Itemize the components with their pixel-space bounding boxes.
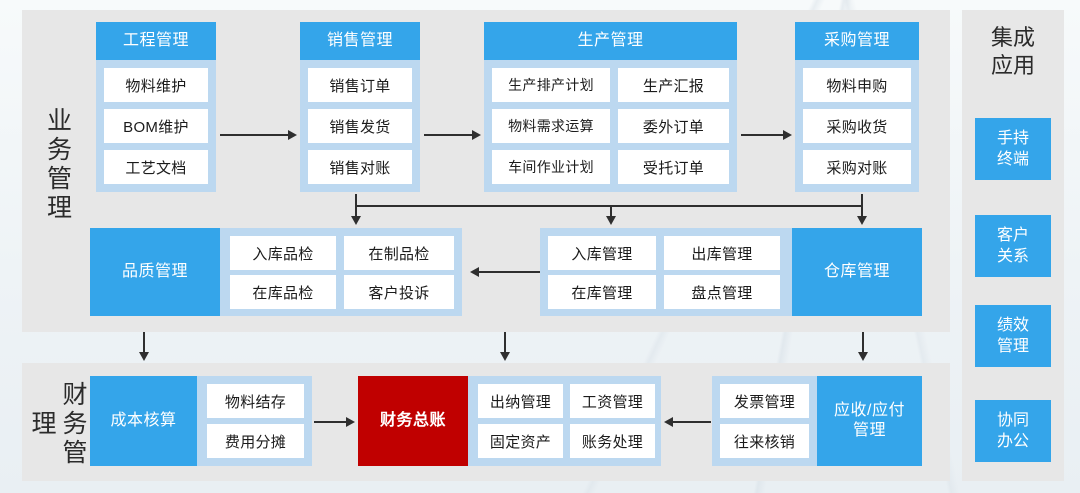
group-general-ledger-header[interactable]: 财务总账 <box>358 376 468 466</box>
cell-quality-3[interactable]: 客户投诉 <box>344 275 454 309</box>
connector-down-to-warehouse-right <box>861 205 863 218</box>
cell-cost-accounting-1[interactable]: 费用分摊 <box>207 424 304 458</box>
connector-trunk-bus <box>355 205 862 207</box>
group-purchasing: 采购管理 物料申购 采购收货 采购对账 <box>795 22 919 192</box>
group-production: 生产管理 生产排产计划 生产汇报 物料需求运算 委外订单 车间作业计划 受托订单 <box>484 22 737 192</box>
arrowhead-center-to-ledger <box>500 352 510 361</box>
cell-production-2[interactable]: 物料需求运算 <box>492 109 610 143</box>
integration-app-2-line2: 管理 <box>996 338 1029 355</box>
cell-general-ledger-3[interactable]: 账务处理 <box>570 424 655 458</box>
arrowhead-receivable-to-ledger <box>664 417 673 427</box>
group-quality-header[interactable]: 品质管理 <box>90 228 220 316</box>
integration-app-0-line1: 手持 <box>996 130 1029 147</box>
connector-cost-to-ledger <box>314 421 346 423</box>
cell-engineering-1[interactable]: BOM维护 <box>104 109 208 143</box>
integration-app-2-line1: 绩效 <box>996 317 1029 334</box>
cell-general-ledger-0[interactable]: 出纳管理 <box>478 384 563 418</box>
group-receivable-payable-header-line1: 应收/应付 <box>834 402 905 419</box>
cell-warehouse-1[interactable]: 出库管理 <box>664 236 780 270</box>
cell-engineering-2[interactable]: 工艺文档 <box>104 150 208 184</box>
cell-production-0[interactable]: 生产排产计划 <box>492 68 610 102</box>
integration-app-customer-relations[interactable]: 客户 关系 <box>975 215 1051 277</box>
cell-quality-0[interactable]: 入库品检 <box>230 236 336 270</box>
group-receivable-payable: 应收/应付 管理 发票管理 往来核销 <box>712 376 922 466</box>
group-production-header[interactable]: 生产管理 <box>484 22 737 60</box>
connector-down-to-warehouse-in <box>610 205 612 218</box>
integration-app-0-line2: 终端 <box>996 151 1029 168</box>
section-title-business: 业务管理 <box>38 105 78 225</box>
group-receivable-payable-header[interactable]: 应收/应付 管理 <box>817 376 922 466</box>
integration-app-1-line1: 客户 <box>996 227 1029 244</box>
cell-warehouse-2[interactable]: 在库管理 <box>548 275 656 309</box>
connector-center-to-ledger <box>504 332 506 354</box>
arrowhead-down-to-warehouse-right <box>857 216 867 225</box>
integration-app-performance-management[interactable]: 绩效 管理 <box>975 305 1051 367</box>
connector-quality-to-cost <box>143 332 145 354</box>
section-title-business-c1: 业务管理 <box>43 107 73 223</box>
cell-production-1[interactable]: 生产汇报 <box>618 68 729 102</box>
arrowhead-cost-to-ledger <box>346 417 355 427</box>
cell-purchasing-1[interactable]: 采购收货 <box>803 109 911 143</box>
integration-app-3-line1: 协同 <box>996 412 1029 429</box>
connector-purchasing-down-stub <box>861 194 863 206</box>
cell-warehouse-0[interactable]: 入库管理 <box>548 236 656 270</box>
connector-sales-to-production <box>424 134 472 136</box>
cell-quality-2[interactable]: 在库品检 <box>230 275 336 309</box>
group-engineering: 工程管理 物料维护 BOM维护 工艺文档 <box>96 22 216 192</box>
connector-warehouse-to-quality <box>479 271 540 273</box>
connector-production-to-purchasing <box>741 134 783 136</box>
arrowhead-engineering-to-sales <box>288 130 297 140</box>
group-sales: 销售管理 销售订单 销售发货 销售对账 <box>300 22 420 192</box>
integration-app-handheld-terminal[interactable]: 手持 终端 <box>975 118 1051 180</box>
cell-sales-0[interactable]: 销售订单 <box>308 68 412 102</box>
integration-panel-title-line1: 集成 <box>990 26 1035 51</box>
arrowhead-sales-to-production <box>472 130 481 140</box>
group-warehouse: 仓库管理 入库管理 出库管理 在库管理 盘点管理 <box>540 228 922 316</box>
group-engineering-header[interactable]: 工程管理 <box>96 22 216 60</box>
arrowhead-down-to-quality <box>351 216 361 225</box>
cell-purchasing-0[interactable]: 物料申购 <box>803 68 911 102</box>
arrowhead-production-to-purchasing <box>783 130 792 140</box>
arrowhead-warehouse-to-quality <box>470 267 479 277</box>
group-sales-header[interactable]: 销售管理 <box>300 22 420 60</box>
cell-sales-1[interactable]: 销售发货 <box>308 109 412 143</box>
section-title-finance: 财务管理 <box>28 372 88 477</box>
group-cost-accounting-header[interactable]: 成本核算 <box>90 376 197 466</box>
connector-engineering-to-sales <box>220 134 288 136</box>
integration-panel-title-line2: 应用 <box>990 54 1035 79</box>
connector-down-to-quality <box>355 205 357 218</box>
cell-cost-accounting-0[interactable]: 物料结存 <box>207 384 304 418</box>
cell-production-5[interactable]: 受托订单 <box>618 150 729 184</box>
cell-production-4[interactable]: 车间作业计划 <box>492 150 610 184</box>
cell-warehouse-3[interactable]: 盘点管理 <box>664 275 780 309</box>
cell-general-ledger-1[interactable]: 工资管理 <box>570 384 655 418</box>
integration-app-3-line2: 办公 <box>996 433 1029 450</box>
cell-quality-1[interactable]: 在制品检 <box>344 236 454 270</box>
integration-app-1-line2: 关系 <box>996 248 1029 265</box>
section-title-finance-c1: 财务管理 <box>28 381 88 468</box>
cell-purchasing-2[interactable]: 采购对账 <box>803 150 911 184</box>
cell-general-ledger-2[interactable]: 固定资产 <box>478 424 563 458</box>
arrowhead-quality-to-cost <box>139 352 149 361</box>
group-warehouse-header[interactable]: 仓库管理 <box>792 228 922 316</box>
cell-sales-2[interactable]: 销售对账 <box>308 150 412 184</box>
connector-sales-down-stub <box>355 194 357 206</box>
group-cost-accounting: 成本核算 物料结存 费用分摊 <box>90 376 312 466</box>
group-general-ledger: 财务总账 出纳管理 工资管理 固定资产 账务处理 <box>358 376 661 466</box>
arrowhead-warehouse-to-receivable <box>858 352 868 361</box>
group-receivable-payable-header-line2: 管理 <box>852 422 886 439</box>
cell-production-3[interactable]: 委外订单 <box>618 109 729 143</box>
integration-panel-title: 集成 应用 <box>962 25 1064 81</box>
cell-receivable-payable-1[interactable]: 往来核销 <box>720 424 809 458</box>
cell-receivable-payable-0[interactable]: 发票管理 <box>720 384 809 418</box>
arrowhead-down-to-warehouse-in <box>606 216 616 225</box>
connector-warehouse-to-receivable <box>862 332 864 354</box>
group-purchasing-header[interactable]: 采购管理 <box>795 22 919 60</box>
group-quality: 品质管理 入库品检 在制品检 在库品检 客户投诉 <box>90 228 462 316</box>
integration-app-collaborative-office[interactable]: 协同 办公 <box>975 400 1051 462</box>
connector-receivable-to-ledger <box>673 421 711 423</box>
cell-engineering-0[interactable]: 物料维护 <box>104 68 208 102</box>
